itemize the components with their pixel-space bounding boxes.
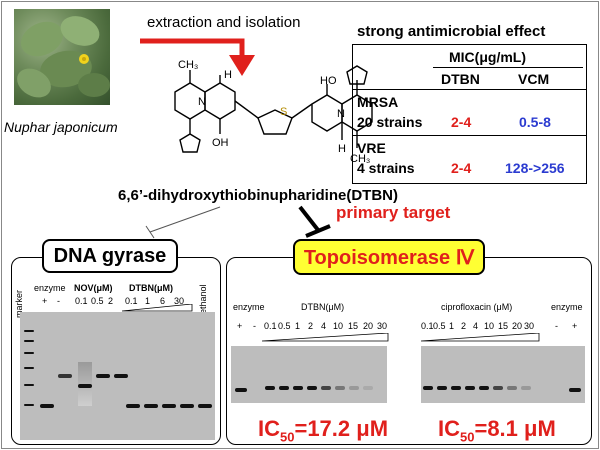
topo-cipro-c2: 0.5 — [433, 321, 446, 331]
topo-cipro-c8: 20 — [512, 321, 523, 331]
gyrase-minus: - — [57, 296, 60, 306]
left-ring-system — [174, 70, 293, 153]
gyrase-enzyme-label: enzyme — [34, 283, 66, 293]
topo-minus-right: - — [555, 321, 558, 331]
gyrase-nov-c2: 0.5 — [91, 296, 104, 306]
gyrase-wedge — [122, 304, 193, 312]
topo-dtbn-c7: 15 — [348, 321, 359, 331]
topo-cipro-c1: 0.1 — [421, 321, 434, 331]
gyrase-nov-label: NOV(μM) — [74, 283, 113, 293]
topo-cipro-c9: 30 — [524, 321, 535, 331]
topo-dtbn-c6: 10 — [333, 321, 344, 331]
topo-dtbn-c1: 0.1 — [264, 321, 277, 331]
ic50-dtbn: IC50=17.2 μM — [258, 416, 389, 445]
topo-inhibit-line — [298, 205, 320, 232]
topo-title: Topoisomerase Ⅳ — [293, 239, 485, 275]
ic50-cipro: IC50=8.1 μM — [438, 416, 556, 445]
topo-dtbn-c3: 1 — [295, 321, 301, 331]
gyrase-gel-image — [20, 312, 215, 440]
topo-cipro-label: ciprofloxacin (μM) — [441, 302, 513, 312]
topo-dtbn-c4: 2 — [308, 321, 314, 331]
row-strains-vre: 4 strains — [357, 160, 415, 176]
topo-plus-left: + — [237, 321, 243, 331]
gyrase-dtbn-c4: 30 — [174, 296, 185, 306]
ch3-top-label: CH₃ — [178, 59, 198, 71]
col-vcm: VCM — [518, 71, 550, 87]
right-ring-system — [291, 65, 373, 148]
mic-table: MIC(μg/mL) DTBN VCM MRSA 20 strains 2-4 … — [352, 44, 587, 184]
gyrase-title: DNA gyrase — [42, 239, 178, 273]
extraction-arrowhead — [229, 55, 255, 76]
topo-cipro-c7: 15 — [498, 321, 509, 331]
extraction-label: extraction and isolation — [147, 14, 301, 31]
ch3-bottom-label: CH₃ — [350, 153, 370, 165]
row-org-vre: VRE — [357, 140, 386, 156]
row-strains-mrsa: 20 strains — [357, 114, 423, 130]
h-label-1: H — [224, 69, 232, 81]
topo-inhibit-bar — [305, 224, 331, 238]
row-org-mrsa: MRSA — [357, 94, 399, 110]
topo-cipro-c3: 1 — [449, 321, 455, 331]
gyrase-nov-c3: 2 — [108, 296, 114, 306]
topo-cipro-gel-image — [421, 346, 585, 403]
n-label-1: N — [198, 96, 206, 108]
n-label-2: N — [337, 108, 345, 120]
col-dtbn: DTBN — [441, 71, 480, 87]
topo-dtbn-wedge — [262, 333, 389, 342]
topo-dtbn-label: DTBN(μM) — [301, 302, 345, 312]
mic-header-rule — [433, 67, 583, 68]
extraction-arrow — [140, 38, 245, 55]
compound-name: 6,6’-dihydroxythiobinupharidine(DTBN) — [118, 187, 398, 204]
topo-cipro-c4: 2 — [461, 321, 467, 331]
gyrase-inhibit-bar — [145, 225, 155, 239]
gyrase-dtbn-label: DTBN(μM) — [129, 283, 173, 293]
row-rule-1 — [353, 89, 586, 90]
inhibition-arrows — [145, 205, 331, 239]
topo-dtbn-gel-image — [231, 346, 387, 403]
plant-photo — [14, 9, 110, 105]
topo-cipro-wedge — [421, 333, 540, 342]
gyrase-nov-c1: 0.1 — [75, 296, 88, 306]
mrsa-dtbn-value: 2-4 — [451, 114, 472, 130]
mrsa-vcm-value: 0.5-8 — [519, 114, 551, 130]
plant-name: Nuphar japonicum — [4, 119, 118, 135]
row-rule-2 — [353, 135, 586, 136]
topo-cipro-c6: 10 — [484, 321, 495, 331]
vre-dtbn-value: 2-4 — [451, 160, 472, 176]
topo-dtbn-c2: 0.5 — [278, 321, 291, 331]
topo-enzyme-label-right: enzyme — [551, 302, 583, 312]
table-title: strong antimicrobial effect — [357, 23, 546, 40]
vre-vcm-value: 128->256 — [505, 160, 565, 176]
ethanol-label: ethanol — [198, 284, 208, 314]
s-label: S — [280, 106, 287, 118]
topo-minus-left: - — [253, 321, 256, 331]
gyrase-dtbn-c3: 6 — [160, 296, 166, 306]
topo-dtbn-c8: 20 — [363, 321, 374, 331]
primary-target-label: primary target — [336, 203, 451, 222]
topo-enzyme-label-left: enzyme — [233, 302, 265, 312]
topo-dtbn-c9: 30 — [377, 321, 388, 331]
gyrase-dtbn-c2: 1 — [145, 296, 151, 306]
gyrase-plus: + — [42, 296, 48, 306]
oh-label-1: OH — [212, 137, 229, 149]
gyrase-inhibit-line — [149, 206, 221, 233]
topo-plus-right: + — [572, 321, 578, 331]
topo-dtbn-c5: 4 — [321, 321, 327, 331]
oh-label-2: HO — [320, 75, 337, 87]
topo-cipro-c5: 4 — [473, 321, 479, 331]
gyrase-dtbn-c1: 0.1 — [125, 296, 138, 306]
structure-diagram: CH₃ H N OH S N HO H CH₃ — [140, 38, 373, 165]
mic-header: MIC(μg/mL) — [449, 49, 526, 65]
h-label-2: H — [338, 143, 346, 155]
